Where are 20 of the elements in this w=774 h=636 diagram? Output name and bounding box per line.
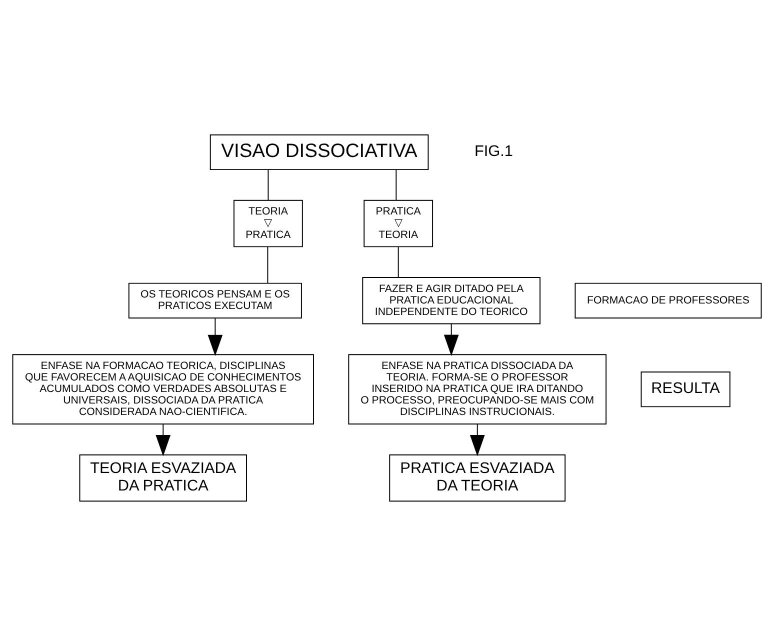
node-box: FAZER E AGIR DITADO PELA PRATICA EDUCACIONAL INDEPENDENTE DO TEORICO — [362, 277, 540, 324]
connector — [396, 169, 397, 201]
connector — [268, 169, 269, 201]
node-box: PRATICA ▽ TEORIA — [364, 200, 434, 248]
arrow — [444, 323, 459, 356]
node-box: FORMACAO DE PROFESSORES — [574, 282, 762, 318]
node-box: TEORIA ▽ PRATICA — [234, 200, 303, 248]
node-box: ENFASE NA PRATICA DISSOCIADA DA TEORIA. FORMA-SE O PROFESSOR INSERIDO NA PRATICA QUE IRA DITANDO O PROCESSO, PREOCUPANDO-SE MAIS COM DISCIPLINAS INSTRUCIONAIS. — [348, 354, 607, 425]
label: FIG.1 — [474, 142, 514, 160]
arrow — [156, 424, 171, 456]
node-box: VISAO DISSOCIATIVA — [210, 134, 429, 170]
node-box: RESULTA — [640, 372, 730, 408]
connector — [267, 246, 268, 284]
node-box: ENFASE NA FORMACAO TEORICA, DISCIPLINAS QUE FAVORECEM A AQUISICAO DE CONHECIMENTOS ACUMULADOS COMO VERDADES ABSOLUTAS E UNIVERSAIS, DISSOCIADA DA PRATICA CONSIDERADA NAO-CIENTIFICA. — [12, 354, 314, 425]
node-box: TEORIA ESVAZIADA DA PRATICA — [79, 454, 247, 502]
node-box: PRATICA ESVAZIADA DA TEORIA — [389, 454, 566, 502]
node-box: OS TEORICOS PENSAM E OS PRATICOS EXECUTAM — [128, 282, 302, 318]
arrow — [208, 318, 223, 356]
arrow — [470, 424, 485, 456]
connector — [398, 246, 399, 278]
